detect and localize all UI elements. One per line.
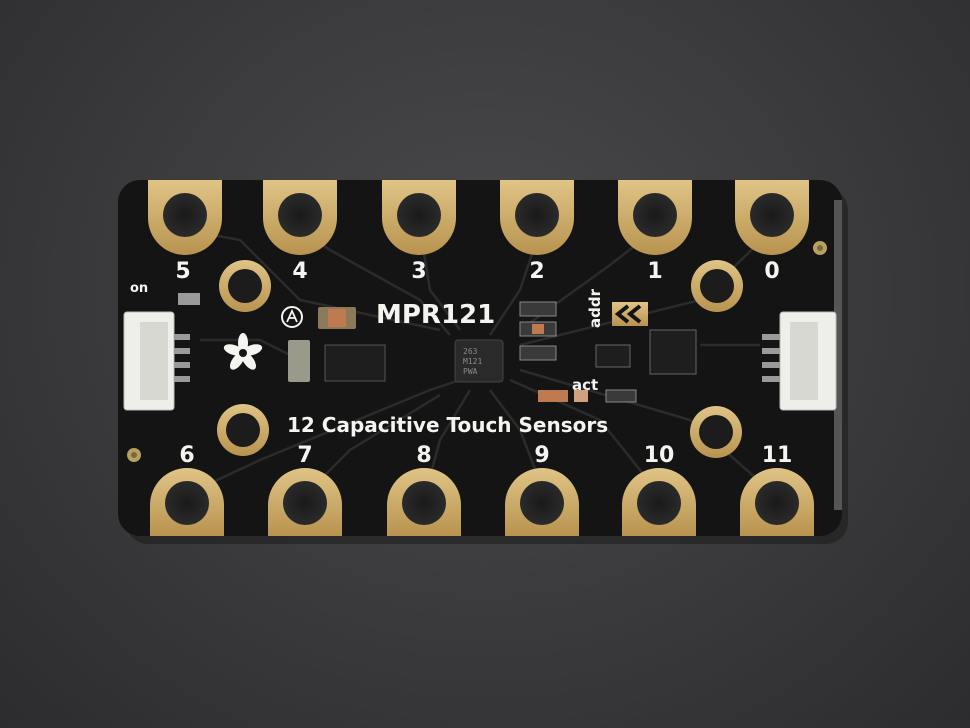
- pad-number-0: 0: [764, 259, 779, 284]
- left-stemma-connector: [123, 311, 190, 411]
- pad-11: [740, 468, 814, 536]
- pad-number-5: 5: [175, 259, 190, 284]
- pad-number-6: 6: [179, 443, 194, 468]
- board-tagline: 12 Capacitive Touch Sensors: [287, 413, 608, 437]
- pad-5: [148, 180, 222, 255]
- addr-jumper: addr: [586, 288, 648, 328]
- pad-8: [387, 468, 461, 536]
- copper-traces: [184, 228, 776, 497]
- right-stemma-connector: [762, 311, 837, 411]
- pad-6: [150, 468, 224, 536]
- smd-components: [178, 293, 697, 403]
- a-badge-icon: [281, 306, 303, 328]
- chip-marking-2: M121: [463, 357, 482, 366]
- chip-marking-3: PWA: [463, 367, 478, 376]
- chip-marking-1: 263: [463, 347, 478, 356]
- pad-number-3: 3: [411, 259, 426, 284]
- pad-10: [622, 468, 696, 536]
- pad-number-2: 2: [529, 259, 544, 284]
- pad-3: [382, 180, 456, 255]
- pad-number-10: 10: [644, 443, 675, 468]
- activity-led-label: act: [572, 376, 598, 394]
- power-led-label: on: [130, 281, 148, 296]
- pad-number-11: 11: [762, 443, 793, 468]
- chip-title: MPR121: [376, 300, 495, 330]
- pad-number-4: 4: [292, 259, 307, 284]
- pad-1: [618, 180, 692, 255]
- pad-number-9: 9: [534, 443, 549, 468]
- bottom-pads: [150, 468, 814, 536]
- bottom-pad-numbers: 6 7 8 9 10 11: [179, 443, 792, 468]
- mpr121-chip: 263 M121 PWA: [454, 339, 504, 383]
- pad-4: [263, 180, 337, 255]
- adafruit-flower-icon: [223, 333, 263, 370]
- pad-number-7: 7: [297, 443, 312, 468]
- pad-9: [505, 468, 579, 536]
- pad-number-8: 8: [416, 443, 431, 468]
- pad-number-1: 1: [647, 259, 662, 284]
- mounting-holes: [127, 241, 827, 462]
- pad-0: [735, 180, 809, 255]
- pad-2: [500, 180, 574, 255]
- board-edge: [834, 200, 842, 510]
- top-pads: [148, 180, 809, 255]
- pad-7: [268, 468, 342, 536]
- addr-label: addr: [586, 288, 604, 328]
- top-pad-numbers: 5 4 3 2 1 0: [175, 259, 779, 284]
